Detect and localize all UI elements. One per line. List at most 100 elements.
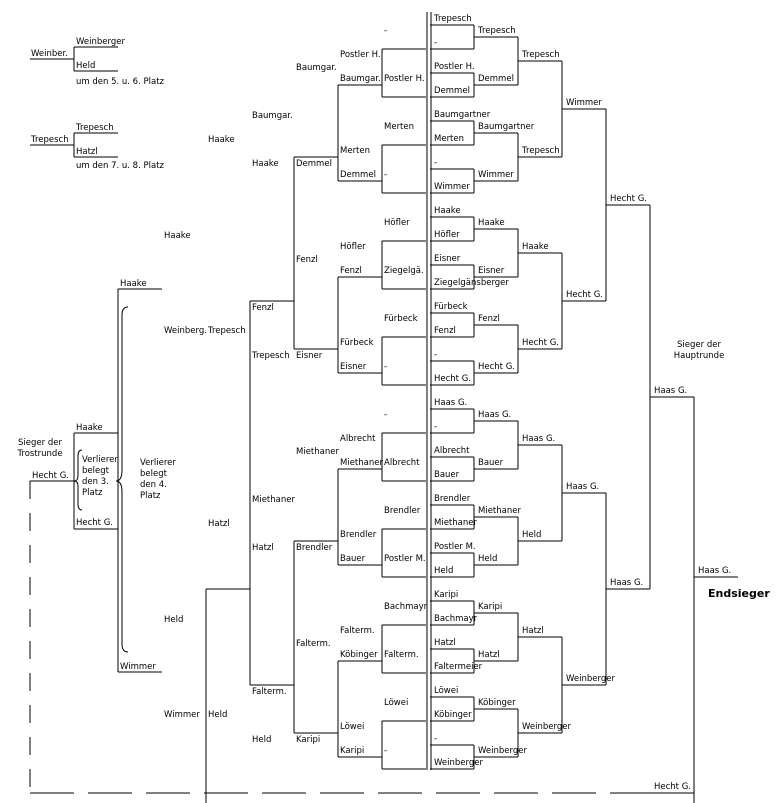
player-label: Postler H.: [384, 74, 425, 84]
player-label: Haas G.: [698, 566, 732, 576]
player-label: Höfler: [434, 230, 460, 240]
player-label: -: [434, 422, 438, 432]
player-label: Karipi: [340, 746, 365, 756]
placement-bracket-label: Weinberger: [76, 37, 125, 47]
player-label: Köbinger: [340, 650, 378, 660]
player-label: Köbinger: [434, 710, 472, 720]
placement-note: um den 5. u. 6. Platz: [76, 77, 164, 87]
player-label: -: [434, 734, 438, 744]
player-label: Karipi: [478, 602, 503, 612]
player-label: Bachmayr: [384, 602, 428, 612]
player-label: Demmel: [296, 159, 332, 169]
player-label: Weinberger: [478, 746, 527, 756]
player-label: Fenzl: [252, 303, 274, 313]
player-label: Hatzl: [208, 519, 230, 529]
player-label: Brendler: [384, 506, 421, 516]
player-label: Fenzl: [434, 326, 456, 336]
fourth-place-brace: [115, 306, 129, 653]
player-label: Brendler: [340, 530, 377, 540]
player-label: -: [384, 746, 388, 756]
player-label: Trepesch: [522, 146, 560, 156]
player-label: Trepesch: [434, 14, 472, 24]
main-round-winner-note: Sieger der Hauptrunde: [673, 340, 725, 361]
player-label: Haake: [208, 135, 235, 145]
placement-bracket-label: Hatzl: [76, 147, 98, 157]
player-label: Postler H.: [340, 50, 381, 60]
player-label: Trepesch: [478, 26, 516, 36]
fourth-place-note: Verlierer belegt den 4. Platz: [140, 458, 176, 501]
player-label: Höfler: [340, 242, 366, 252]
player-label: Held: [252, 735, 272, 745]
player-label: Falterm.: [296, 639, 331, 649]
player-label: Fürbeck: [340, 338, 374, 348]
player-label: Eisner: [434, 254, 461, 264]
player-label: Faltermeier: [434, 662, 483, 672]
placement-bracket-label: Trepesch: [76, 123, 114, 133]
player-label: Albrecht: [384, 458, 420, 468]
player-label: Haake: [252, 159, 279, 169]
player-label: -: [384, 26, 388, 36]
consolation-winner-note: Sieger der Trostrunde: [17, 438, 63, 459]
player-label: Haake: [120, 279, 147, 289]
player-label: Demmel: [478, 74, 514, 84]
player-label: Hecht G.: [654, 782, 692, 792]
third-place-brace: [73, 449, 83, 511]
player-label: -: [384, 170, 388, 180]
player-label: Hatzl: [434, 638, 456, 648]
player-label: Miethaner: [434, 518, 477, 528]
player-label: Merten: [434, 134, 465, 144]
player-label: -: [384, 410, 388, 420]
player-label: Wimmer: [566, 98, 602, 108]
player-label: Weinberg.: [164, 326, 207, 336]
player-label: Eisner: [478, 266, 505, 276]
player-label: Hatzl: [252, 543, 274, 553]
player-label: Hecht G.: [478, 362, 516, 372]
placement-bracket-label: Held: [76, 61, 96, 71]
player-label: Hecht G.: [434, 374, 472, 384]
player-label: Baumgar.: [296, 63, 337, 73]
player-label: Weinberger: [434, 758, 483, 768]
player-label: Brendler: [296, 543, 333, 553]
player-label: Karipi: [434, 590, 459, 600]
player-label: Brendler: [434, 494, 471, 504]
player-label: Falterm.: [340, 626, 375, 636]
player-label: Bauer: [434, 470, 460, 480]
player-label: Weinberger: [522, 722, 571, 732]
player-label: Höfler: [384, 218, 410, 228]
player-label: Hatzl: [522, 626, 544, 636]
player-label: Wimmer: [478, 170, 514, 180]
player-label: Fenzl: [340, 266, 362, 276]
player-label: Hecht G.: [76, 518, 114, 528]
placement-bracket-label: Weinber.: [31, 49, 68, 59]
player-label: Baumgar.: [252, 111, 293, 121]
player-label: Trepesch: [252, 351, 290, 361]
player-label: Ziegelgänsberger: [434, 278, 509, 288]
player-label: Held: [522, 530, 542, 540]
player-label: Wimmer: [120, 662, 156, 672]
player-label: Merten: [340, 146, 371, 156]
player-label: Fenzl: [296, 255, 318, 265]
player-label: Miethaner: [252, 495, 295, 505]
player-label: Weinberger: [566, 674, 615, 684]
player-label: Fürbeck: [384, 314, 418, 324]
player-label: Demmel: [434, 86, 470, 96]
player-label: Demmel: [340, 170, 376, 180]
player-label: Eisner: [340, 362, 367, 372]
player-label: Held: [434, 566, 454, 576]
player-label: Bauer: [478, 458, 504, 468]
player-label: Karipi: [296, 735, 321, 745]
player-label: Eisner: [296, 351, 323, 361]
player-label: -: [434, 38, 438, 48]
player-label: Bauer: [340, 554, 366, 564]
player-label: Haas G.: [610, 578, 644, 588]
placement-note: um den 7. u. 8. Platz: [76, 161, 164, 171]
player-label: Miethaner: [478, 506, 521, 516]
player-label: Postler H.: [434, 62, 475, 72]
player-label: Löwei: [434, 686, 459, 696]
player-label: Falterm.: [252, 687, 287, 697]
player-label: Wimmer: [164, 710, 200, 720]
player-label: Haas G.: [478, 410, 512, 420]
player-label: Hecht G.: [32, 471, 70, 481]
